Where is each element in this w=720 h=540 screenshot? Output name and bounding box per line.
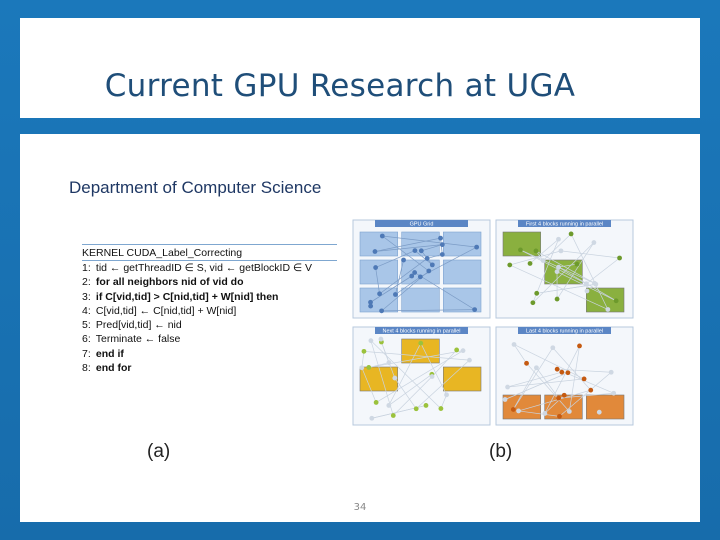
algorithm-line: 7: end if [82,347,337,361]
algorithm-lines: 1: tid ← getThreadID ∈ S, vid ← getBlock… [82,261,337,375]
caption-a: (a) [147,441,171,462]
line-number: 2: [82,276,91,289]
line-text: C[vid,tid] ← C[nid,tid] + W[nid] [93,304,237,317]
algorithm-line: 1: tid ← getThreadID ∈ S, vid ← getBlock… [82,261,337,275]
page-number: 34 [353,502,367,513]
line-text: if C[vid,tid] > C[nid,tid] + W[nid] then [93,290,279,303]
line-text: end for [93,362,132,375]
algorithm-line: 2: for all neighbors nid of vid do [82,275,337,289]
line-text: end if [93,347,124,360]
slide-subtitle: Department of Computer Science [69,178,322,197]
kernel-name: CUDA_Label_Correcting [123,247,243,259]
line-text: Pred[vid,tid] ← nid [93,319,182,332]
line-text: Terminate ← false [93,333,181,346]
line-number: 8: [82,362,91,375]
title-area [20,18,700,118]
line-number: 5: [82,319,91,332]
line-number: 6: [82,333,91,346]
algorithm-listing: KERNEL CUDA_Label_Correcting 1: tid ← ge… [82,244,337,375]
line-text: for all neighbors nid of vid do [93,276,244,289]
algorithm-line: 5: Pred[vid,tid] ← nid [82,318,337,332]
line-number: 1: [82,262,91,274]
caption-b: (b) [489,441,513,462]
line-text: tid ← getThreadID ∈ S, vid ← getBlockID … [93,262,313,274]
slide-title: Current GPU Research at UGA [104,68,576,104]
algorithm-line: 6: Terminate ← false [82,332,337,346]
algorithm-line: 4: C[vid,tid] ← C[nid,tid] + W[nid] [82,304,337,318]
algorithm-line: 3: if C[vid,tid] > C[nid,tid] + W[nid] t… [82,290,337,304]
line-number: 3: [82,290,91,303]
kernel-keyword: KERNEL [82,247,124,259]
line-number: 7: [82,347,91,360]
line-number: 4: [82,304,91,317]
algorithm-header: KERNEL CUDA_Label_Correcting [82,245,337,260]
algorithm-line: 8: end for [82,361,337,375]
